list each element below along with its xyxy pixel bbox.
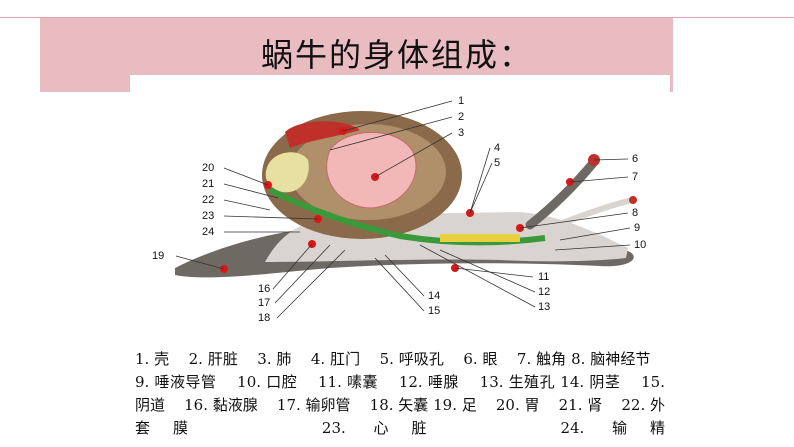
legend-item: 2. 肝脏 bbox=[188, 350, 238, 368]
callout-4: 4 bbox=[494, 142, 500, 154]
callout-20: 20 bbox=[202, 162, 214, 174]
legend-item: 15. 阴道 bbox=[135, 373, 665, 414]
legend-item: 12. 唾腺 bbox=[398, 373, 459, 391]
legend-item: 1. 壳 bbox=[135, 350, 170, 368]
banner-top-rule bbox=[0, 17, 794, 18]
legend-item: 3. 肺 bbox=[257, 350, 292, 368]
organ-markers bbox=[220, 127, 574, 273]
legend-item: 18. 矢囊 bbox=[369, 396, 429, 414]
callout-21: 21 bbox=[202, 178, 214, 190]
callout-13: 13 bbox=[538, 301, 550, 313]
callout-labels: 1 2 3 4 5 6 7 8 9 10 11 12 13 14 15 16 1… bbox=[152, 95, 646, 324]
callout-5: 5 bbox=[494, 157, 500, 169]
lung bbox=[326, 131, 417, 209]
callout-12: 12 bbox=[538, 286, 550, 298]
callout-1: 1 bbox=[458, 95, 464, 107]
callout-19: 19 bbox=[152, 250, 164, 262]
callout-3: 3 bbox=[458, 127, 464, 139]
legend-item: 7. 触角 bbox=[516, 350, 567, 368]
callout-23: 23 bbox=[202, 210, 214, 222]
salivary-gland bbox=[440, 234, 520, 242]
callout-22: 22 bbox=[202, 194, 214, 206]
legend-item: 9. 唾液导管 bbox=[135, 373, 217, 391]
legend-item: 8. 脑神经节 bbox=[571, 350, 651, 368]
stomach bbox=[265, 152, 309, 193]
callout-15: 15 bbox=[428, 305, 440, 317]
legend-item: 6. 眼 bbox=[463, 350, 498, 368]
callout-10: 10 bbox=[634, 239, 646, 251]
callout-6: 6 bbox=[632, 153, 638, 165]
callout-11: 11 bbox=[538, 271, 549, 283]
legend-item: 21. 肾 bbox=[558, 396, 603, 414]
callout-18: 18 bbox=[258, 312, 270, 324]
callout-24: 24 bbox=[202, 226, 214, 238]
callout-2: 2 bbox=[458, 111, 464, 123]
legend-item: 22. 外套膜 bbox=[135, 396, 665, 437]
legend-item: 14. 阴茎 bbox=[560, 373, 621, 391]
legend-item: 24. 输精 bbox=[560, 419, 666, 437]
callout-lines bbox=[175, 100, 631, 319]
tentacle-lower bbox=[537, 197, 635, 235]
legend-item: 17. 输卵管 bbox=[276, 396, 351, 414]
callout-17: 17 bbox=[258, 297, 270, 309]
callout-9: 9 bbox=[634, 222, 640, 234]
legend-item: 19. 足 bbox=[433, 396, 477, 414]
page-title: 蜗牛的身体组成： bbox=[260, 36, 533, 74]
legend-item: 16. 黏液腺 bbox=[184, 396, 258, 414]
legend-item: 20. 胃 bbox=[495, 396, 540, 414]
legend-item: 10. 口腔 bbox=[237, 373, 298, 391]
callout-16: 16 bbox=[258, 283, 270, 295]
legend-item: 11. 嗉囊 bbox=[318, 373, 378, 391]
callout-14: 14 bbox=[428, 290, 440, 302]
callout-7: 7 bbox=[632, 171, 638, 183]
callout-8: 8 bbox=[632, 207, 638, 219]
legend-item: 23. 心脏 bbox=[321, 419, 450, 437]
tentacle-upper bbox=[525, 157, 599, 230]
legend-item: 4. 肛门 bbox=[310, 350, 361, 368]
eye-lower bbox=[629, 196, 637, 204]
legend-text: 1. 壳 2. 肝脏 3. 肺 4. 肛门 5. 呼吸孔 6. 眼 7. 触角 … bbox=[135, 348, 665, 440]
legend-item: 5. 呼吸孔 bbox=[379, 350, 444, 368]
legend-item: 13. 生殖孔 bbox=[479, 373, 556, 391]
